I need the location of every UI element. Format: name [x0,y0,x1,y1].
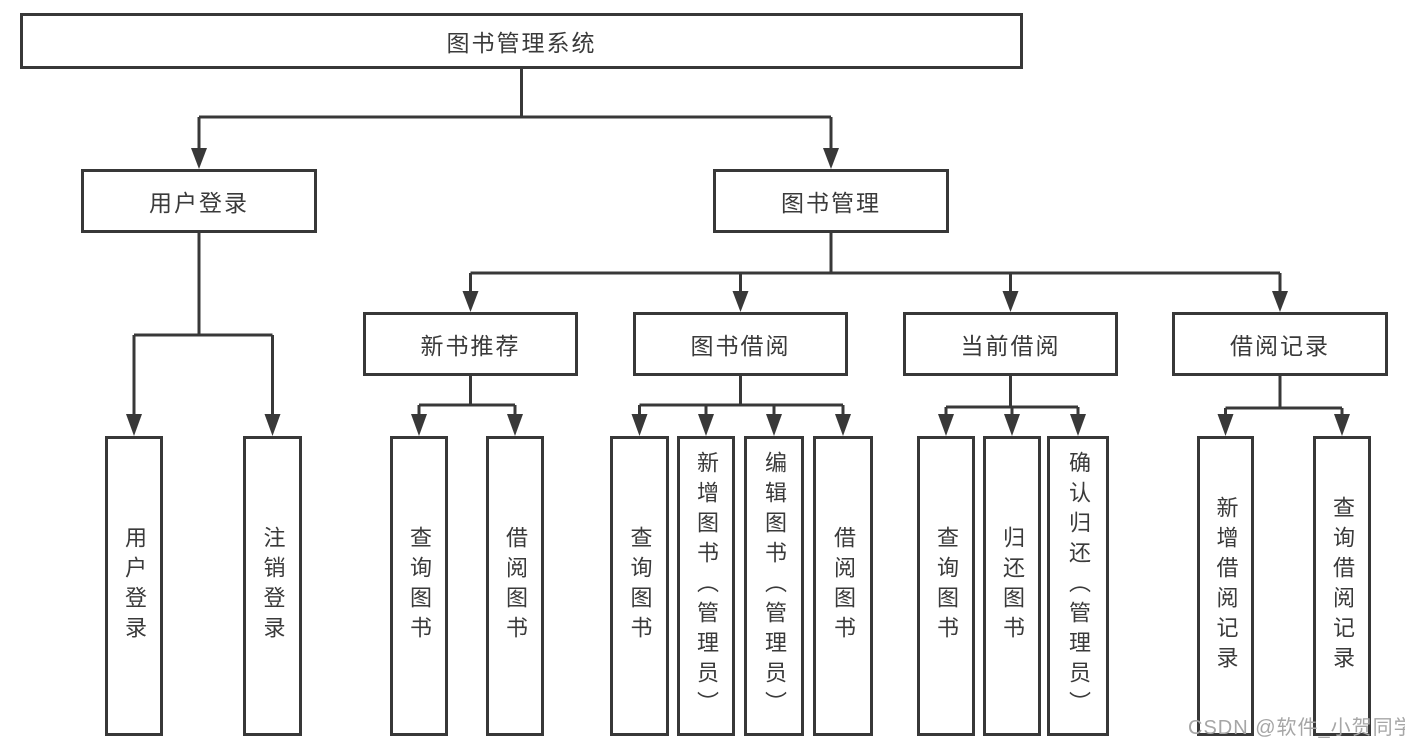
node-user-login: 用户登录 [81,169,317,233]
leaf-user-login: 用户登录 [105,436,163,736]
leaf-logout-login-label: 注销登录 [260,526,286,646]
arrowhead [835,414,851,436]
leaf-add-borrow-record: 新增借阅记录 [1197,436,1254,736]
arrowhead [191,148,207,169]
connector-userlogin-to-leaves [132,233,274,416]
arrowhead [507,414,523,436]
leaf-newbook-borrow-books-label: 借阅图书 [503,526,528,646]
node-new-book-recommend: 新书推荐 [363,312,578,376]
leaf-newbook-query-books-label: 查询图书 [407,526,432,646]
arrowhead [1002,291,1019,312]
leaf-logout-login: 注销登录 [243,436,302,736]
node-current-borrowing: 当前借阅 [903,312,1118,376]
arrowhead [411,414,427,436]
node-book-borrowing-label: 图书借阅 [690,333,791,359]
arrowhead [1272,291,1288,312]
node-borrowing-records: 借阅记录 [1172,312,1388,376]
leaf-query-borrow-record-label: 查询借阅记录 [1330,496,1355,676]
connector-newbook-to-leaves [417,376,517,416]
leaf-add-books-admin-label: 新增图书（管理员） [694,451,719,721]
arrowhead [938,414,954,436]
connector-records-to-leaves [1224,376,1344,416]
node-book-management: 图书管理 [713,169,949,233]
connector-bookmgmt-to-level3 [469,233,1282,292]
arrowhead [126,414,142,436]
node-borrowing-records-label: 借阅记录 [1230,333,1330,359]
leaf-return-books: 归还图书 [983,436,1041,736]
connector-root-to-level2 [197,69,833,150]
leaf-query-borrow-record: 查询借阅记录 [1313,436,1371,736]
node-current-borrowing-label: 当前借阅 [960,333,1061,359]
node-new-book-recommend-label: 新书推荐 [420,333,521,359]
node-root-label: 图书管理系统 [446,30,597,56]
arrowhead [631,414,648,436]
arrowhead [1004,414,1020,436]
leaf-borrowing-query-books: 查询图书 [610,436,669,736]
arrowhead [766,414,782,436]
node-user-login-label: 用户登录 [149,190,249,216]
leaf-borrowing-borrow-books-label: 借阅图书 [831,526,856,646]
leaf-user-login-label: 用户登录 [122,526,147,646]
connector-current-to-leaves [944,376,1080,416]
leaf-borrowing-borrow-books: 借阅图书 [813,436,873,736]
node-root: 图书管理系统 [20,13,1023,69]
node-book-management-label: 图书管理 [781,190,881,216]
leaf-add-borrow-record-label: 新增借阅记录 [1213,496,1239,676]
leaf-return-books-label: 归还图书 [1000,526,1025,646]
leaf-borrowing-query-books-label: 查询图书 [627,526,653,646]
leaf-newbook-query-books: 查询图书 [390,436,448,736]
leaf-edit-books-admin-label: 编辑图书（管理员） [762,451,787,721]
arrowhead [698,414,714,436]
arrowhead [732,291,749,312]
arrowhead [1334,414,1350,436]
leaf-add-books-admin: 新增图书（管理员） [677,436,735,736]
leaf-current-query-books-label: 查询图书 [934,526,959,646]
leaf-edit-books-admin: 编辑图书（管理员） [744,436,804,736]
watermark: CSDN @软件_小贺同学 [1188,717,1405,739]
arrowhead [1070,414,1086,436]
arrowhead [1217,414,1234,436]
leaf-confirm-return-admin-label: 确认归还（管理员） [1066,451,1091,721]
node-book-borrowing: 图书借阅 [633,312,848,376]
leaf-confirm-return-admin: 确认归还（管理员） [1047,436,1109,736]
arrowhead [264,414,281,436]
arrowhead [823,148,839,169]
connector-borrowing-to-leaves [638,376,845,416]
leaf-current-query-books: 查询图书 [917,436,975,736]
leaf-newbook-borrow-books: 借阅图书 [486,436,544,736]
arrowhead [462,291,479,312]
